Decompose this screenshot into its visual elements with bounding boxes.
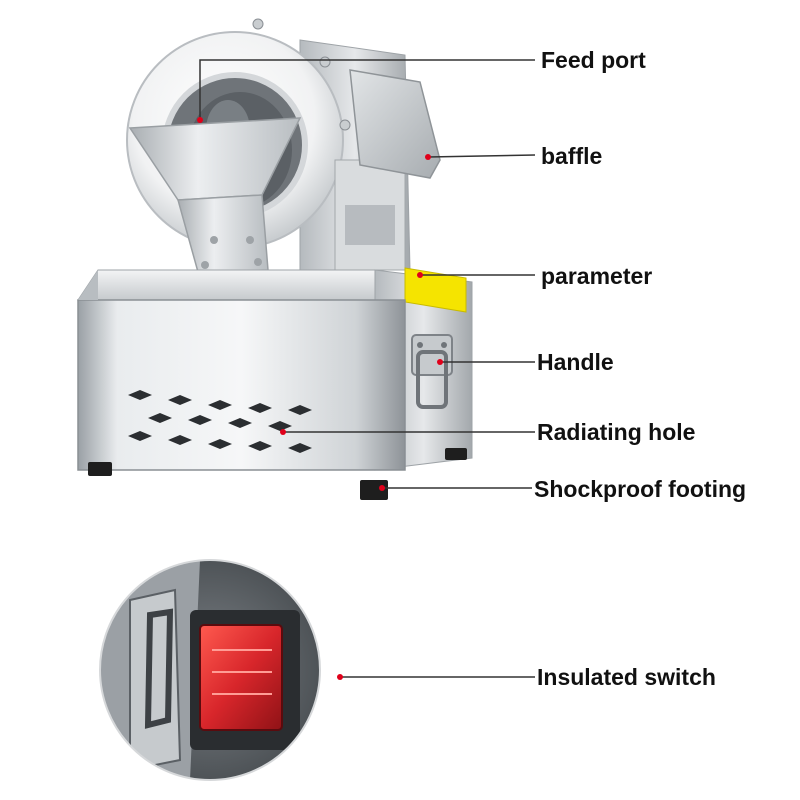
baffle-plate [349, 69, 441, 179]
marker-radiating-hole [280, 429, 286, 435]
label-baffle: baffle [541, 143, 603, 169]
latch-handle [411, 334, 453, 409]
label-shockproof-footing: Shockproof footing [534, 476, 747, 502]
label-feed-port: Feed port [541, 47, 646, 73]
leader-lines [199, 59, 536, 678]
marker-shockproof-footing [379, 485, 385, 491]
machine-head [126, 18, 441, 273]
callout-markers [197, 117, 443, 680]
radiating-holes [128, 390, 312, 453]
label-handle: Handle [537, 349, 614, 375]
foot-front-left [88, 462, 112, 476]
marker-baffle [425, 154, 431, 160]
leader-feed-port [199, 59, 535, 120]
machine-base [77, 267, 473, 500]
switch-rocker [199, 624, 283, 731]
foot-back-right [445, 448, 467, 460]
label-parameter: parameter [541, 263, 653, 289]
marker-handle [437, 359, 443, 365]
marker-feed-port [197, 117, 203, 123]
leader-baffle [427, 154, 536, 158]
label-radiating-hole: Radiating hole [537, 419, 696, 445]
foot-front-right [360, 480, 388, 500]
label-insulated-switch: Insulated switch [537, 664, 716, 690]
switch-detail-zoom [99, 559, 321, 781]
marker-insulated-switch [337, 674, 343, 680]
marker-parameter [417, 272, 423, 278]
